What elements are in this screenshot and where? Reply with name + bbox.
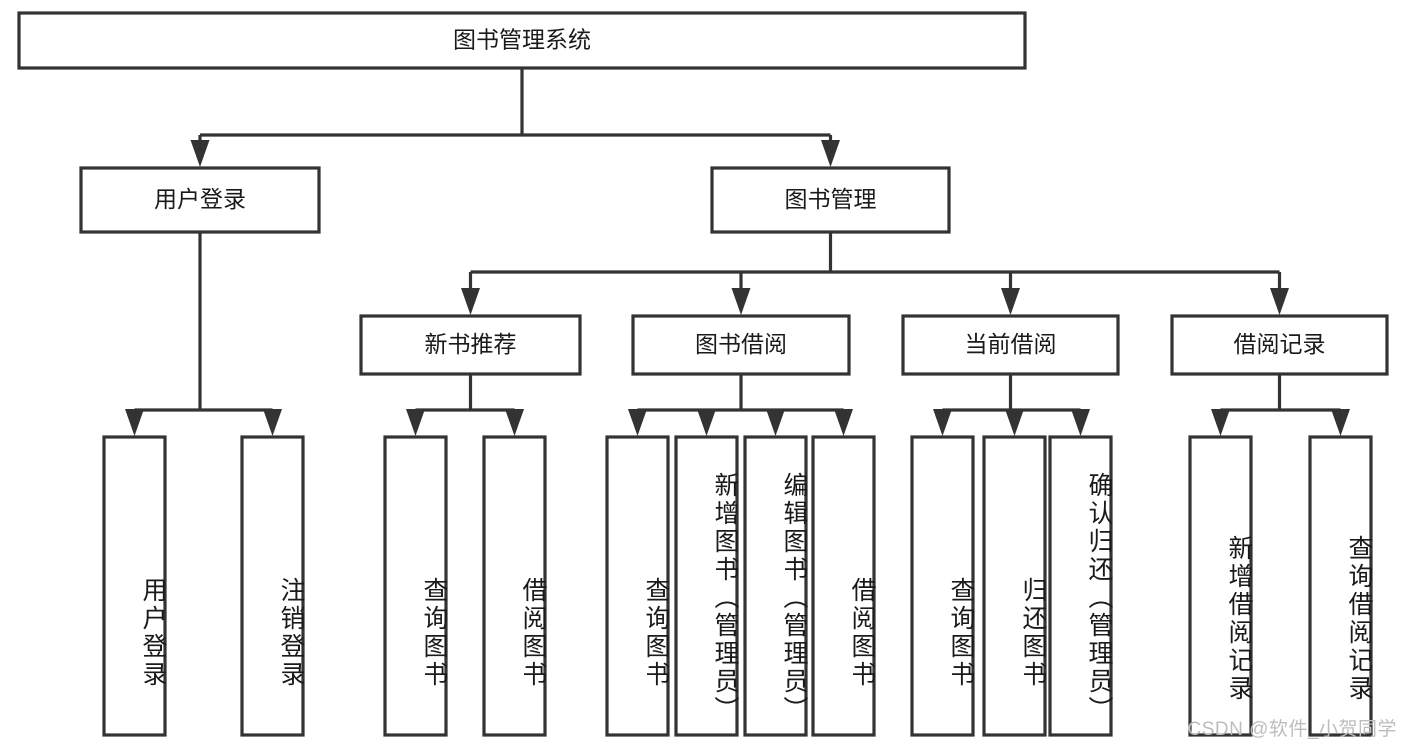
arrow-head [1270, 288, 1289, 315]
node-label-root: 图书管理系统 [453, 27, 591, 53]
node-leaf-add-borrow-record[interactable] [1188, 435, 1253, 737]
node-leaf-logout-login[interactable] [240, 435, 305, 737]
node-leaf-query-book-rec[interactable] [383, 435, 448, 737]
arrow-head [125, 409, 144, 436]
node-leaf-user-login[interactable] [102, 435, 167, 737]
node-book-borrow[interactable]: 图书借阅 [631, 314, 851, 376]
node-label-current-borrow: 当前借阅 [965, 331, 1057, 357]
node-rect-leaf-query-book-current[interactable] [910, 435, 975, 737]
arrow-head [1071, 409, 1090, 436]
node-rect-leaf-edit-book-admin[interactable] [743, 435, 808, 737]
node-label-user-login: 用户登录 [154, 186, 246, 212]
arrow-head [933, 409, 952, 436]
node-rect-leaf-add-borrow-record[interactable] [1188, 435, 1253, 737]
node-leaf-add-book-admin[interactable] [674, 435, 739, 737]
arrow-head [766, 409, 785, 436]
node-leaf-query-book-borrow[interactable] [605, 435, 670, 737]
node-leaf-edit-book-admin[interactable] [743, 435, 808, 737]
node-label-book-manage: 图书管理 [785, 186, 877, 212]
arrow-head [821, 140, 840, 167]
arrow-head [1005, 409, 1024, 436]
node-rect-book-manage[interactable] [710, 166, 951, 234]
node-rect-borrow-record[interactable] [1170, 314, 1389, 376]
node-rect-leaf-return-book[interactable] [982, 435, 1047, 737]
node-rect-root[interactable] [17, 11, 1027, 70]
node-leaf-return-book[interactable] [982, 435, 1047, 737]
node-leaf-query-borrow-record[interactable] [1308, 435, 1373, 737]
node-rect-book-borrow[interactable] [631, 314, 851, 376]
node-rect-leaf-add-book-admin[interactable] [674, 435, 739, 737]
node-leaf-confirm-return-admin[interactable] [1048, 435, 1113, 737]
node-rect-new-book-recommend[interactable] [359, 314, 582, 376]
node-borrow-record[interactable]: 借阅记录 [1170, 314, 1389, 376]
arrow-head [190, 140, 210, 167]
node-rect-leaf-logout-login[interactable] [240, 435, 305, 737]
node-rect-leaf-query-book-rec[interactable] [383, 435, 448, 737]
arrow-head [406, 409, 425, 436]
arrow-head [834, 409, 853, 436]
node-rect-leaf-confirm-return-admin[interactable] [1048, 435, 1113, 737]
node-new-book-recommend[interactable]: 新书推荐 [359, 314, 582, 376]
node-label-borrow-record: 借阅记录 [1234, 331, 1326, 357]
arrow-head [461, 288, 480, 315]
arrow-head [1001, 288, 1020, 315]
arrow-head [697, 409, 716, 436]
arrow-head [731, 288, 751, 315]
node-book-manage[interactable]: 图书管理 [710, 166, 951, 234]
node-rect-leaf-user-login[interactable] [102, 435, 167, 737]
node-rect-leaf-query-borrow-record[interactable] [1308, 435, 1373, 737]
arrow-head [263, 409, 282, 436]
node-current-borrow[interactable]: 当前借阅 [901, 314, 1120, 376]
arrow-head [1331, 409, 1350, 436]
arrow-head [505, 409, 524, 436]
node-rect-leaf-borrow-book-rec[interactable] [482, 435, 547, 737]
node-leaf-query-book-current[interactable] [910, 435, 975, 737]
csdn-watermark: CSDN @软件_小贺同学 [1187, 719, 1397, 740]
arrow-head [628, 409, 647, 436]
node-label-book-borrow: 图书借阅 [695, 331, 787, 357]
node-user-login[interactable]: 用户登录 [79, 166, 321, 234]
arrow-head [1211, 409, 1230, 436]
node-root[interactable]: 图书管理系统 [17, 11, 1027, 70]
connector-layer [125, 68, 1350, 436]
node-leaf-borrow-book-rec[interactable] [482, 435, 547, 737]
node-rect-leaf-borrow-book[interactable] [811, 435, 876, 737]
node-rect-current-borrow[interactable] [901, 314, 1120, 376]
node-rect-leaf-query-book-borrow[interactable] [605, 435, 670, 737]
node-rect-user-login[interactable] [79, 166, 321, 234]
node-label-new-book-recommend: 新书推荐 [425, 331, 517, 357]
node-leaf-borrow-book[interactable] [811, 435, 876, 737]
